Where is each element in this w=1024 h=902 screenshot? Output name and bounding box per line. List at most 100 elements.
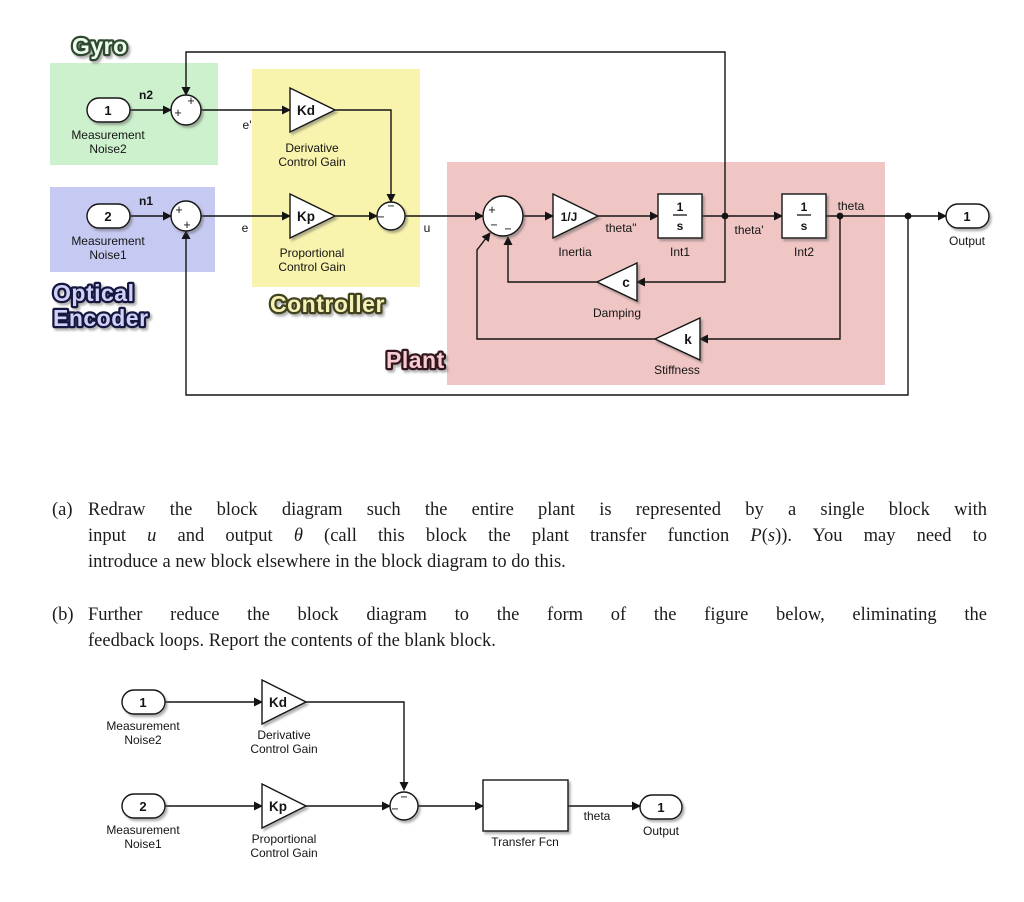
- signal-e-prime: e': [243, 118, 252, 132]
- outport-number: 1: [963, 209, 970, 224]
- gyro-sum-sign-top: +: [187, 94, 194, 108]
- question-b: (b) Further reduce the block diagram to …: [52, 602, 987, 654]
- wire-thetadot-to-gyrosum-feedback: [181, 51, 726, 216]
- stiffness-gain-symbol: k: [684, 332, 692, 347]
- damping-gain-label: Damping: [593, 306, 641, 320]
- signal-theta: theta: [838, 199, 865, 213]
- reduced-kd-gain-block: [261, 678, 308, 726]
- int1-block: [657, 193, 703, 239]
- wire-kd-to-sum: [306, 701, 409, 791]
- damping-gain-symbol: c: [622, 275, 630, 290]
- reduced-sum-sign-left: −: [391, 802, 398, 816]
- stiffness-gain-label: Stiffness: [654, 363, 700, 377]
- inertia-gain-symbol: 1/J: [561, 210, 578, 224]
- optical-encoder-label-line2: Encoder: [53, 305, 149, 331]
- controller-sum-sign-left: −: [377, 210, 384, 224]
- reduced-sum-block: [389, 791, 419, 821]
- wire-damping-to-plantsum: [503, 236, 597, 283]
- reduced-kd-gain-symbol: Kd: [269, 695, 287, 710]
- reduced-kp-gain-symbol: Kp: [269, 799, 287, 814]
- wire-theta-to-stiffness: [699, 216, 841, 344]
- encoder-sum-block: [170, 200, 202, 232]
- int1-label: Int1: [670, 245, 690, 259]
- reduced-kp-gain-label-line2: Control Gain: [250, 846, 317, 860]
- signal-theta-dot: theta': [735, 223, 764, 237]
- reduced-outport-block: [639, 794, 683, 820]
- kd-gain-symbol: Kd: [297, 103, 315, 118]
- gyro-sum-block: [170, 94, 202, 126]
- wires: [130, 51, 947, 396]
- kp-gain-label-line2: Control Gain: [278, 260, 345, 274]
- reduced-outport-label: Output: [643, 824, 680, 838]
- reduced-inport1-number: 1: [139, 695, 146, 710]
- stiffness-gain-block: [653, 316, 701, 362]
- outport-label: Output: [949, 234, 986, 248]
- simulink-diagram-full: Gyro Optical Encoder Controller Plant: [50, 31, 990, 396]
- kp-gain-symbol: Kp: [297, 209, 315, 224]
- signal-u: u: [424, 221, 431, 235]
- reduced-inport1-label-line1: Measurement: [106, 719, 180, 733]
- question-b-marker: (b): [52, 605, 74, 625]
- outport-block: [945, 203, 990, 229]
- gyro-region-label: Gyro: [72, 33, 128, 59]
- inport2-number: 2: [104, 209, 111, 224]
- controller-sum-block: [376, 201, 406, 231]
- encoder-sum-sign-left: +: [175, 203, 182, 217]
- reduced-inport2-block: [121, 793, 166, 819]
- branch-dot-thetadot: [721, 212, 729, 220]
- controller-region: [252, 69, 420, 287]
- kp-gain-block: [289, 192, 337, 240]
- kd-gain-block: [289, 86, 337, 134]
- controller-sum-sign-top: −: [387, 199, 394, 213]
- int2-denominator: s: [801, 219, 808, 233]
- simulink-diagram-reduced: 1 Measurement Noise2 2 Measurement Noise…: [106, 678, 683, 860]
- inport1-label-line2: Noise2: [89, 142, 127, 156]
- signal-theta-ddot: theta": [606, 221, 637, 235]
- question-b-line1: Further reduce the block diagram to the …: [88, 605, 987, 625]
- plant-sum-sign-lowerleft: −: [490, 218, 497, 232]
- inertia-gain-label: Inertia: [558, 245, 592, 259]
- wire-theta-to-encsum-feedback: [181, 216, 909, 396]
- question-a-body: Redraw the block diagram such the entire…: [88, 497, 987, 575]
- transfer-fcn-label: Transfer Fcn: [491, 835, 559, 849]
- kp-gain-label-line1: Proportional: [280, 246, 345, 260]
- branch-dot-theta1: [836, 212, 844, 220]
- reduced-kd-gain-label-line2: Control Gain: [250, 742, 317, 756]
- int1-denominator: s: [677, 219, 684, 233]
- plant-sum-block: [482, 195, 524, 237]
- int2-block: [781, 193, 827, 239]
- int2-label: Int2: [794, 245, 814, 259]
- question-a-line1: Redraw the block diagram such the entire…: [88, 500, 987, 520]
- reduced-signal-theta: theta: [584, 809, 611, 823]
- reduced-sum-sign-top: −: [400, 790, 407, 804]
- wires-reduced: [165, 697, 641, 811]
- question-a-line2: input u and output θ (call this block th…: [88, 526, 988, 546]
- question-a-marker: (a): [52, 500, 73, 520]
- int1-numerator: 1: [677, 200, 684, 214]
- int2-fraction: 1 s: [797, 200, 811, 233]
- kd-gain-label-line1: Derivative: [285, 141, 339, 155]
- branch-dot-theta2: [904, 212, 912, 220]
- inport1-number: 1: [104, 103, 111, 118]
- question-a-line3: introduce a new block elsewhere in the b…: [88, 552, 566, 572]
- signal-n1: n1: [139, 194, 153, 208]
- damping-gain-block: [595, 261, 638, 303]
- reduced-outport-number: 1: [657, 800, 664, 815]
- wire-thetadot-to-damping: [636, 216, 726, 287]
- inport1-block: [86, 97, 131, 123]
- reduced-inport1-block: [121, 689, 166, 715]
- reduced-inport2-number: 2: [139, 799, 146, 814]
- optical-encoder-label-line1: Optical: [53, 280, 134, 306]
- inport1-label-line1: Measurement: [71, 128, 145, 142]
- gyro-sum-sign-left: +: [174, 106, 181, 120]
- reduced-inport1-label-line2: Noise2: [124, 733, 162, 747]
- plant-sum-sign-left: +: [488, 203, 495, 217]
- plant-region-label: Plant: [386, 347, 445, 373]
- kd-gain-label-line2: Control Gain: [278, 155, 345, 169]
- controller-region-label: Controller: [270, 291, 385, 317]
- reduced-kp-gain-block: [261, 782, 308, 830]
- inertia-gain-block: [552, 192, 600, 240]
- plant-sum-sign-bottom: −: [504, 222, 511, 236]
- wire-stiffness-to-plantsum: [476, 232, 655, 340]
